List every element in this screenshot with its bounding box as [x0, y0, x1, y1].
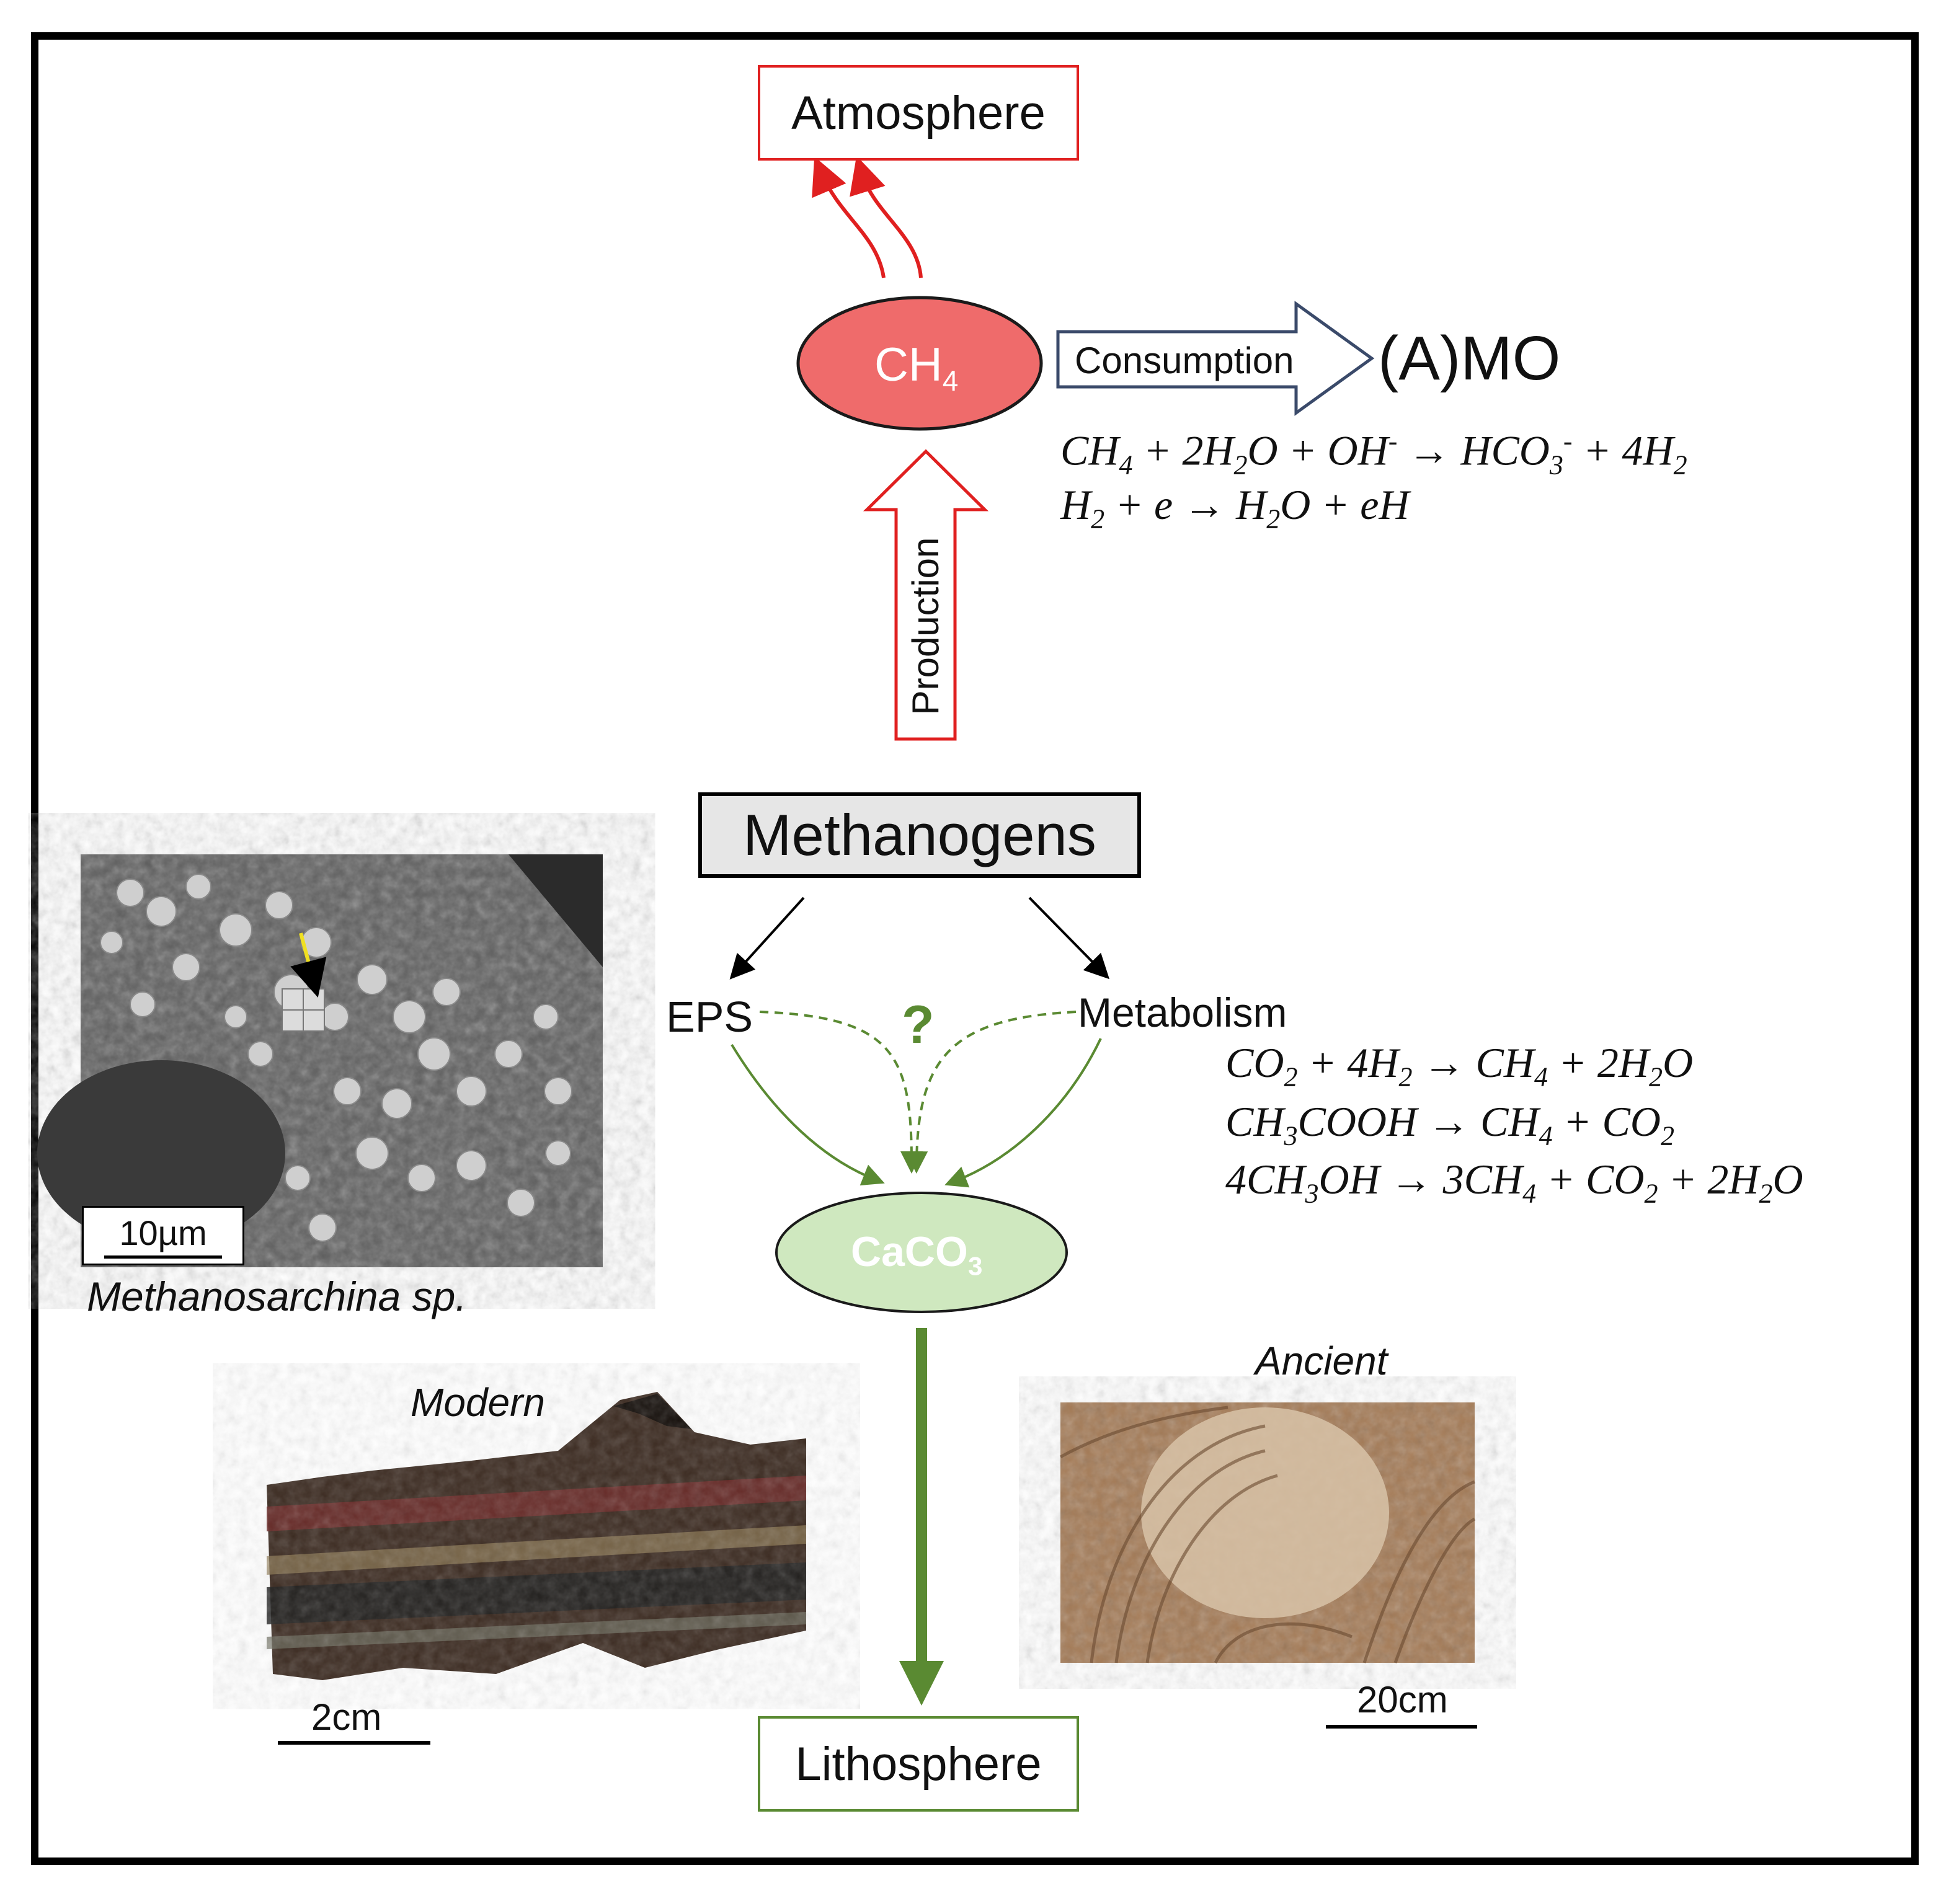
micrograph-scale-box: 10µm — [82, 1206, 244, 1265]
metabolism-dashed-arrow — [905, 1011, 1077, 1174]
caco3-ellipse — [775, 1192, 1068, 1313]
amo-equation-1: CH4 + 2H2O + OH- → HCO3- + 4H2 — [1060, 426, 1687, 480]
lithosphere-label: Lithosphere — [795, 1737, 1042, 1791]
micrograph-scale-label: 10µm — [119, 1213, 207, 1252]
micrograph-caption: Methanosarchina sp. — [87, 1273, 467, 1319]
modern-scale-bar — [278, 1741, 430, 1745]
consumption-label: Consumption — [1075, 340, 1294, 381]
lithosphere-box: Lithosphere — [758, 1716, 1079, 1812]
figure-frame — [31, 32, 1919, 1865]
emission-arrow-2 — [850, 156, 923, 278]
production-arrow — [863, 449, 989, 741]
methanogens-label: Methanogens — [743, 802, 1096, 867]
modern-scale-label: 2cm — [311, 1696, 382, 1738]
arrow-to-metabolism — [1028, 897, 1110, 980]
ancient-sample-image — [1059, 1402, 1476, 1664]
amo-equation-2: H2 + e → H2O + eH — [1060, 481, 1410, 534]
micrograph-scale-bar — [104, 1255, 222, 1259]
eps-solid-arrow — [731, 1043, 885, 1186]
unknown-mechanism-mark: ? — [902, 995, 935, 1055]
amo-label: (A)MO — [1378, 324, 1561, 393]
ancient-label: Ancient — [1255, 1339, 1388, 1383]
metabolism-label: Metabolism — [1078, 990, 1287, 1035]
metabolism-equation-3: 4CH3OH → 3CH4 + CO2 + 2H2O — [1225, 1156, 1803, 1209]
metabolism-solid-arrow — [944, 1038, 1102, 1188]
modern-sample-image — [267, 1392, 806, 1680]
eps-dashed-arrow — [759, 1011, 923, 1174]
ancient-scale-bar — [1326, 1725, 1477, 1729]
caco3-label: CaCO3 — [851, 1228, 983, 1281]
atmosphere-box: Atmosphere — [758, 65, 1079, 161]
ch4-ellipse — [796, 296, 1043, 431]
eps-label: EPS — [666, 993, 753, 1041]
atmosphere-label: Atmosphere — [791, 86, 1046, 139]
modern-label: Modern — [411, 1380, 545, 1425]
production-label: Production — [905, 537, 946, 715]
metabolism-equation-2: CH3COOH → CH4 + CO2 — [1225, 1098, 1674, 1151]
ch4-label: CH4 — [874, 339, 959, 397]
metabolism-equation-1: CO2 + 4H2 → CH4 + 2H2O — [1225, 1039, 1694, 1092]
consumption-arrow — [1056, 301, 1375, 416]
ancient-scale-label: 20cm — [1357, 1679, 1448, 1720]
emission-arrow-1 — [812, 156, 886, 278]
methanogens-box: Methanogens — [698, 792, 1141, 878]
micrograph-image — [37, 854, 603, 1267]
arrow-to-eps — [729, 897, 805, 980]
